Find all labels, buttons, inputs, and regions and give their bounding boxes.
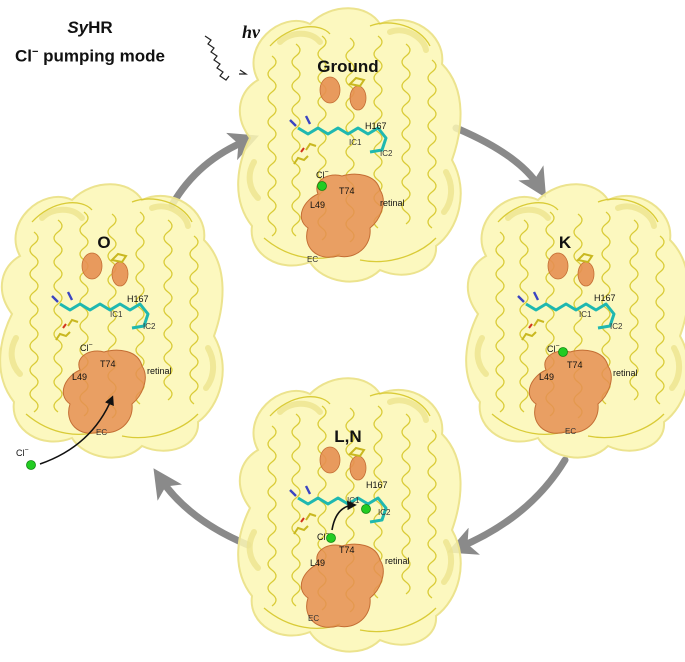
cavity-ic2: IC2 bbox=[610, 322, 623, 331]
cycle-arrows bbox=[153, 124, 569, 555]
title-cl: Cl bbox=[15, 46, 32, 66]
ion-uptake-arrow bbox=[39, 395, 114, 465]
chloride-label: Cl− bbox=[80, 342, 93, 353]
state-label-ln: L,N bbox=[334, 427, 361, 446]
protein-surface-ln bbox=[237, 377, 462, 653]
cavity-ic2: IC2 bbox=[378, 508, 391, 517]
retinal-label: retinal bbox=[380, 198, 405, 208]
cavity-ec: EC bbox=[308, 614, 319, 623]
retinal-label: retinal bbox=[613, 368, 638, 378]
residue-t74: T74 bbox=[567, 360, 583, 370]
light-label: hν bbox=[242, 22, 260, 42]
state-ln: L,N H167 IC1 IC2 Cl− T74 L49 retinal EC bbox=[308, 427, 410, 623]
residue-l49: L49 bbox=[72, 372, 87, 382]
cavity-ic1: IC1 bbox=[110, 310, 123, 319]
chloride-label: Cl− bbox=[316, 169, 329, 180]
residue-t74: T74 bbox=[339, 545, 355, 555]
retinal-label: retinal bbox=[385, 556, 410, 566]
title-mode: pumping mode bbox=[38, 46, 165, 66]
protein-surface-o bbox=[0, 183, 224, 459]
chloride-label: Cl− bbox=[317, 531, 330, 542]
protein-surface-ground bbox=[237, 7, 462, 283]
title-cl-sup: − bbox=[32, 46, 39, 58]
chloride-ion bbox=[326, 533, 336, 543]
ion-translocation-arrow bbox=[331, 500, 357, 531]
state-o: O H167 IC1 IC2 Cl− T74 L49 retinal EC Cl… bbox=[16, 233, 172, 470]
cavity-ic2: IC2 bbox=[143, 322, 156, 331]
residue-h167: H167 bbox=[366, 480, 388, 490]
residue-l49: L49 bbox=[539, 372, 554, 382]
residue-t74: T74 bbox=[100, 359, 116, 369]
state-label-ground: Ground bbox=[317, 57, 378, 76]
protein-structures bbox=[0, 7, 685, 653]
cavity-ic1: IC1 bbox=[349, 138, 362, 147]
arrow-o-to-ground bbox=[168, 132, 259, 209]
chloride-ion-moved bbox=[361, 504, 371, 514]
residue-h167: H167 bbox=[127, 294, 149, 304]
state-ground: Ground H167 IC1 IC2 Cl− T74 L49 retinal … bbox=[307, 57, 405, 264]
incoming-chloride-ion bbox=[26, 460, 36, 470]
cavity-ic1: IC1 bbox=[579, 310, 592, 319]
chloride-ion bbox=[558, 347, 568, 357]
residue-h167: H167 bbox=[365, 121, 387, 131]
residue-t74: T74 bbox=[339, 186, 355, 196]
protein-surface-k bbox=[465, 183, 685, 459]
arrow-ln-to-o bbox=[153, 468, 252, 549]
cavity-ic2: IC2 bbox=[380, 149, 393, 158]
cavity-ec: EC bbox=[307, 255, 318, 264]
chloride-ion bbox=[317, 181, 327, 191]
cavity-ec: EC bbox=[565, 427, 576, 436]
state-label-o: O bbox=[97, 233, 110, 252]
arrow-k-to-ln bbox=[447, 456, 569, 555]
light-wave-arrowhead bbox=[239, 69, 248, 75]
retinal-label: retinal bbox=[147, 366, 172, 376]
residue-l49: L49 bbox=[310, 200, 325, 210]
arrow-ground-to-k bbox=[452, 124, 547, 199]
incoming-chloride-label: Cl− bbox=[16, 447, 29, 458]
cavity-ic1: IC1 bbox=[347, 496, 360, 505]
residue-l49: L49 bbox=[310, 558, 325, 568]
title-rest: HR bbox=[88, 18, 113, 37]
title-italic: Sy bbox=[67, 18, 89, 37]
cavity-ec: EC bbox=[96, 428, 107, 437]
state-k: K H167 IC1 IC2 Cl− T74 L49 retinal EC bbox=[539, 233, 638, 436]
residue-h167: H167 bbox=[594, 293, 616, 303]
chloride-label: Cl− bbox=[547, 343, 560, 354]
figure-title: SyHR Cl− pumping mode bbox=[0, 16, 180, 69]
state-label-k: K bbox=[559, 233, 572, 252]
light-wave-icon bbox=[204, 35, 230, 81]
